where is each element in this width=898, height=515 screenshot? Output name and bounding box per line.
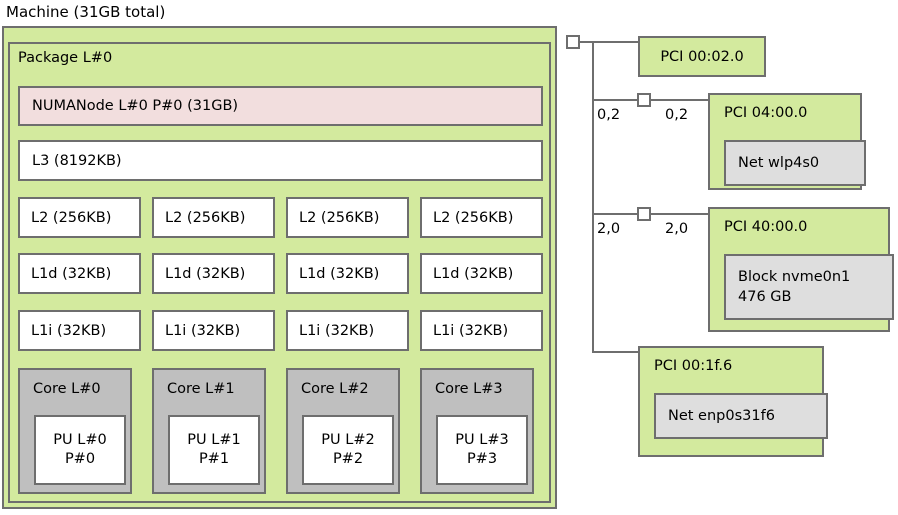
package-label: Package L#0 [18,50,113,66]
core-box-1[interactable]: Core L#1 PU L#1 P#1 [152,368,266,494]
pci-bridge-icon-2[interactable] [637,207,651,221]
l3-cache-label: L3 (8192KB) [32,152,122,169]
tree-trunk-vertical [592,41,594,353]
l2-cache-box-0[interactable]: L2 (256KB) [18,197,141,238]
tree-link-branch-3 [592,351,640,353]
osdev-label-2-line2: 476 GB [738,289,792,305]
osdev-box-2[interactable]: Block nvme0n1 476 GB [724,254,894,320]
l2-cache-box-1[interactable]: L2 (256KB) [152,197,275,238]
l1i-cache-box-3[interactable]: L1i (32KB) [420,310,543,351]
osdev-label-2-line1: Block nvme0n1 [738,269,851,285]
pu-physical-index-2: P#2 [332,451,364,467]
core-label-1: Core L#1 [167,381,235,397]
l2-cache-box-2[interactable]: L2 (256KB) [286,197,409,238]
pu-logical-index-1: PU L#1 [187,432,241,448]
tree-link-root-stub [580,41,594,43]
l1i-cache-box-2[interactable]: L1i (32KB) [286,310,409,351]
tree-link-branch-1-left [592,99,638,101]
tree-link-branch-2-right [651,213,709,215]
l1d-cache-label-1: L1d (32KB) [165,265,246,282]
l1i-cache-label-1: L1i (32KB) [165,322,241,339]
l1d-cache-box-2[interactable]: L1d (32KB) [286,253,409,294]
pu-logical-index-3: PU L#3 [455,432,509,448]
osdev-box-1[interactable]: Net wlp4s0 [724,140,866,186]
pci-box-1[interactable]: PCI 04:00.0 Net wlp4s0 [708,93,866,190]
l1d-cache-box-1[interactable]: L1d (32KB) [152,253,275,294]
pci-label-2: PCI 40:00.0 [724,219,808,235]
l1i-cache-box-1[interactable]: L1i (32KB) [152,310,275,351]
pu-box-0[interactable]: PU L#0 P#0 [34,415,126,485]
pu-physical-index-3: P#3 [466,451,498,467]
l2-cache-label-3: L2 (256KB) [433,209,514,226]
l2-cache-box-3[interactable]: L2 (256KB) [420,197,543,238]
core-label-2: Core L#2 [301,381,369,397]
pci-box-3[interactable]: PCI 00:1f.6 Net enp0s31f6 [638,346,828,457]
core-label-3: Core L#3 [435,381,503,397]
osdev-label-1-line1: Net wlp4s0 [738,155,820,171]
l2-cache-label-2: L2 (256KB) [299,209,380,226]
pu-physical-index-0: P#0 [64,451,96,467]
pci-label-1: PCI 04:00.0 [724,105,808,121]
l1i-cache-label-3: L1i (32KB) [433,322,509,339]
pci-label-0: PCI 00:02.0 [660,48,744,65]
l2-cache-label-0: L2 (256KB) [31,209,112,226]
tree-link-branch-0 [592,41,640,43]
core-box-0[interactable]: Core L#0 PU L#0 P#0 [18,368,132,494]
link-speed-label-2-left: 2,0 [597,221,621,237]
pu-logical-index-0: PU L#0 [53,432,107,448]
machine-title: Machine (31GB total) [6,3,166,21]
pu-box-2[interactable]: PU L#2 P#2 [302,415,394,485]
pu-physical-index-1: P#1 [198,451,230,467]
l1d-cache-label-3: L1d (32KB) [433,265,514,282]
tree-link-branch-1-right [651,99,709,101]
core-box-2[interactable]: Core L#2 PU L#2 P#2 [286,368,400,494]
pci-bridge-icon-1[interactable] [637,93,651,107]
tree-link-branch-2-left [592,213,638,215]
pci-box-2[interactable]: PCI 40:00.0 Block nvme0n1 476 GB [708,207,894,332]
core-box-3[interactable]: Core L#3 PU L#3 P#3 [420,368,534,494]
numanode-label: NUMANode L#0 P#0 (31GB) [32,98,239,114]
l1i-cache-label-0: L1i (32KB) [31,322,107,339]
pu-box-1[interactable]: PU L#1 P#1 [168,415,260,485]
link-speed-label-1-right: 0,2 [665,107,689,123]
l1i-cache-box-0[interactable]: L1i (32KB) [18,310,141,351]
l3-cache-box[interactable]: L3 (8192KB) [18,140,543,181]
l1i-cache-label-2: L1i (32KB) [299,322,375,339]
core-label-0: Core L#0 [33,381,101,397]
pci-label-3: PCI 00:1f.6 [654,358,733,374]
host-bridge-icon[interactable] [566,35,580,49]
l1d-cache-box-3[interactable]: L1d (32KB) [420,253,543,294]
l2-cache-label-1: L2 (256KB) [165,209,246,226]
l1d-cache-box-0[interactable]: L1d (32KB) [18,253,141,294]
link-speed-label-2-right: 2,0 [665,221,689,237]
osdev-box-3[interactable]: Net enp0s31f6 [654,393,828,439]
numanode-box[interactable]: NUMANode L#0 P#0 (31GB) [18,86,543,126]
link-speed-label-1-left: 0,2 [597,107,621,123]
l1d-cache-label-0: L1d (32KB) [31,265,112,282]
l1d-cache-label-2: L1d (32KB) [299,265,380,282]
pu-box-3[interactable]: PU L#3 P#3 [436,415,528,485]
osdev-label-3-line1: Net enp0s31f6 [668,408,775,424]
pu-logical-index-2: PU L#2 [321,432,375,448]
pci-box-0[interactable]: PCI 00:02.0 [638,36,766,77]
